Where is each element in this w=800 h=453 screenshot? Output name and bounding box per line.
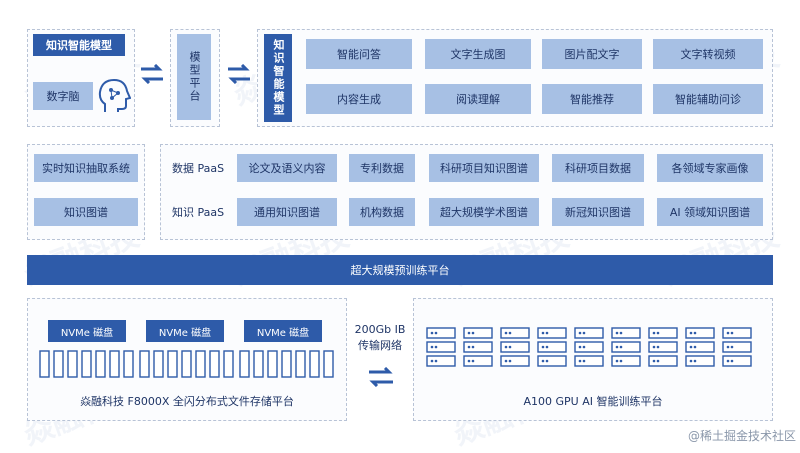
bidirectional-arrow-icon xyxy=(369,367,393,387)
app-box: 智能推荐 xyxy=(542,84,642,114)
nvme-disk-box: NVMe 磁盘 xyxy=(48,320,126,342)
digital-brain-box: 数字脑 xyxy=(33,82,93,110)
storage-caption: 焱融科技 F8000X 全闪分布式文件存储平台 xyxy=(80,395,294,408)
app-box: 文字转视频 xyxy=(653,39,763,69)
app-box: 智能问答 xyxy=(306,39,412,69)
app-box: 内容生成 xyxy=(306,84,412,114)
disk-array-icon xyxy=(39,350,334,378)
knowledge-paas-label: 知识 PaaS xyxy=(172,206,225,219)
gpu-server-rack-icon xyxy=(426,327,752,367)
knowledge-paas-item: 通用知识图谱 xyxy=(237,198,337,226)
knowledge-graph-box: 知识图谱 xyxy=(34,198,138,226)
nvme-disk-box: NVMe 磁盘 xyxy=(146,320,224,342)
app-box: 阅读理解 xyxy=(425,84,531,114)
knowledge-paas-item: AI 领域知识图谱 xyxy=(657,198,763,226)
bidirectional-arrow-icon xyxy=(141,64,163,84)
gpu-caption: A100 GPU AI 智能训练平台 xyxy=(523,395,663,408)
knowledge-paas-item: 新冠知识图谱 xyxy=(552,198,644,226)
data-paas-item: 各领域专家画像 xyxy=(657,154,763,182)
pretraining-platform-bar: 超大规模预训练平台 xyxy=(27,255,773,285)
knowledge-paas-item: 机构数据 xyxy=(349,198,415,226)
nvme-disk-box: NVMe 磁盘 xyxy=(244,320,322,342)
data-paas-label: 数据 PaaS xyxy=(172,162,225,175)
app-box: 智能辅助问诊 xyxy=(653,84,763,114)
knowledge-model-vertical-label: 知识智能模型 xyxy=(264,34,292,122)
app-box: 文字生成图 xyxy=(425,39,531,69)
model-platform-box: 模型平台 xyxy=(177,34,211,120)
network-label-line2: 传输网络 xyxy=(358,339,402,352)
footer-watermark: @稀土掘金技术社区 xyxy=(687,428,796,443)
network-label-line1: 200Gb IB xyxy=(354,322,406,336)
bidirectional-arrow-icon xyxy=(228,64,250,84)
data-paas-item: 科研项目数据 xyxy=(552,154,644,182)
data-paas-item: 论文及语义内容 xyxy=(237,154,337,182)
app-box: 图片配文字 xyxy=(542,39,642,69)
brain-head-icon xyxy=(98,78,131,112)
knowledge-paas-item: 超大规模学术图谱 xyxy=(429,198,539,226)
model-title: 知识智能模型 xyxy=(33,34,125,56)
data-paas-item: 科研项目知识图谱 xyxy=(429,154,539,182)
data-paas-item: 专利数据 xyxy=(349,154,415,182)
extraction-system-box: 实时知识抽取系统 xyxy=(34,154,138,182)
